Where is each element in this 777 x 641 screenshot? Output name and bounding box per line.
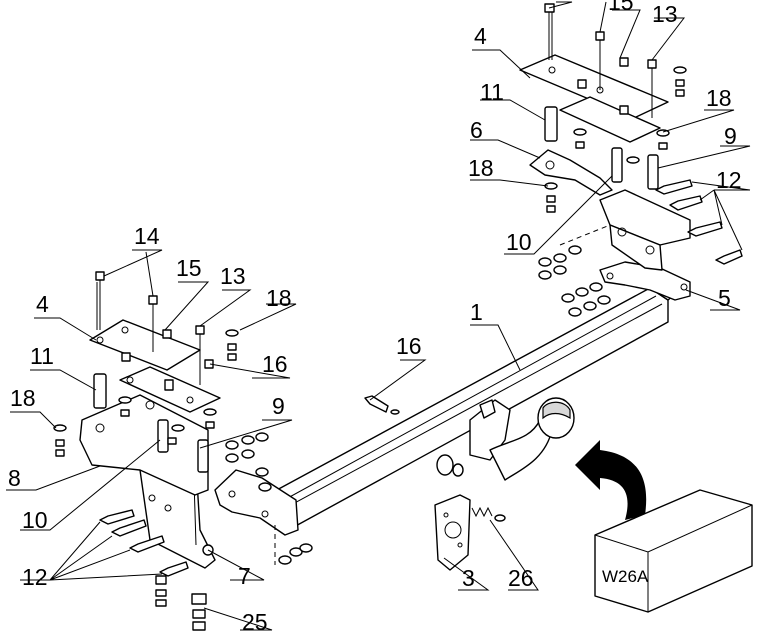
- callout-14: 14: [134, 223, 160, 249]
- bolt-16: [364, 395, 400, 415]
- callout-15-left: 15: [176, 255, 202, 281]
- right-bracket-lower: [599, 189, 691, 271]
- callout-11-left: 11: [30, 343, 54, 369]
- callout-3: 3: [462, 565, 475, 591]
- callout-labels: 14 15 13 18 4 16 11 18 9 8 10 12 7 25 16…: [8, 0, 742, 635]
- box-label: W26A: [602, 567, 649, 586]
- right-spacers: [544, 106, 659, 190]
- callout-10-left: 10: [22, 507, 48, 533]
- left-nut-stack: [225, 432, 313, 565]
- callout-5: 5: [718, 285, 731, 311]
- left-horizontal-bolts: [99, 509, 189, 577]
- callout-13-left: 13: [220, 263, 246, 289]
- callout-13-right: 13: [652, 1, 678, 27]
- left-side-bracket: [214, 469, 299, 536]
- callout-6: 7: [238, 563, 251, 589]
- left-bracket-8: [79, 394, 209, 496]
- tow-ball-neck: [469, 397, 575, 481]
- leader-lines: [6, 1, 751, 631]
- callout-25: 25: [242, 609, 268, 635]
- callout-18-right: 18: [468, 155, 494, 181]
- left-washers: [53, 329, 239, 457]
- callout-12-left: 12: [22, 564, 48, 590]
- callout-4-right: 4: [474, 23, 487, 49]
- left-plate-4: [89, 319, 201, 371]
- callout-16-left: 16: [262, 351, 288, 377]
- spring-26: [436, 454, 506, 522]
- right-plate-middle: [559, 96, 661, 143]
- bottom-left-nuts: [155, 575, 207, 631]
- callout-18-right-top: 18: [706, 85, 732, 111]
- socket-bracket-3: [434, 494, 471, 571]
- callout-18-left-top: 18: [266, 285, 292, 311]
- right-horizontal-bolts: [655, 179, 743, 265]
- right-bracket-7: [529, 149, 613, 196]
- callout-9-left: 9: [272, 393, 285, 419]
- left-bolts: [95, 271, 214, 385]
- callout-16-mid: 16: [396, 333, 422, 359]
- callout-7: 6: [470, 117, 483, 143]
- callout-11-right: 11: [480, 79, 504, 105]
- callout-4-left: 4: [36, 291, 49, 317]
- callout-15-right: 15: [608, 0, 634, 15]
- callout-26: 26: [508, 565, 534, 591]
- callout-18-left: 18: [10, 385, 36, 411]
- left-spacers: [93, 373, 209, 473]
- callout-9-right: 9: [724, 123, 737, 149]
- callout-10-right: 10: [506, 229, 532, 255]
- w26a-box: W26A: [594, 489, 753, 613]
- callout-12-right: 12: [716, 167, 742, 193]
- callout-8: 8: [8, 465, 21, 491]
- callout-1: 1: [470, 299, 483, 325]
- rotation-arrow: [575, 440, 647, 520]
- right-nut-stack: [538, 224, 611, 317]
